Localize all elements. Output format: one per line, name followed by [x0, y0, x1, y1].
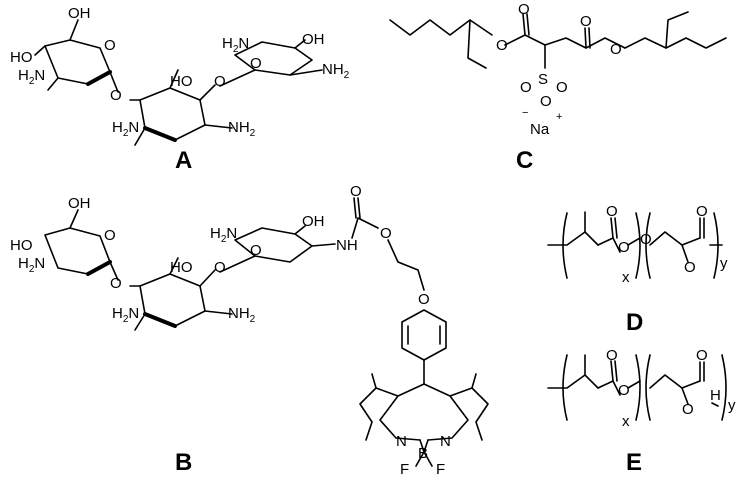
a-o-link-2: O: [214, 73, 226, 90]
c-o-carbonyl-2: O: [580, 13, 592, 30]
c-o-carbonyl-1: O: [518, 1, 530, 18]
a-h2n-1: H2N: [18, 67, 45, 87]
b-o-link-1: O: [110, 275, 122, 292]
e-o-carbonyl-1: O: [606, 347, 618, 364]
b-nh2-1: NH2: [228, 305, 256, 325]
panel-label-c: C: [516, 147, 533, 174]
e-hydrogen: H: [710, 387, 721, 404]
structure-b: OH HO O H2N O HO H2N NH2 O H2N O OH NH O…: [10, 183, 489, 478]
b-bodipy-boron: B: [418, 445, 428, 462]
c-o-ester-1: O: [496, 37, 508, 54]
c-plus-charge: +: [556, 111, 562, 123]
b-oh-right: OH: [302, 213, 325, 230]
b-o-link-2: O: [214, 259, 226, 276]
structure-e: O O O O H x y E: [547, 347, 736, 476]
b-bodipy-n-right: N: [440, 433, 451, 450]
a-h2n-3: H2N: [222, 35, 249, 55]
b-bodipy-n-left: N: [396, 433, 407, 450]
e-o-carbonyl-2: O: [696, 347, 708, 364]
panel-label-a: A: [175, 147, 192, 174]
c-minus-charge: −: [522, 107, 528, 119]
d-o-carbonyl-1: O: [606, 203, 618, 220]
b-h2n-3: H2N: [210, 225, 237, 245]
b-ring-o-1: O: [104, 227, 116, 244]
a-ring-o-2: O: [250, 55, 262, 72]
b-oh-top: OH: [68, 195, 91, 212]
b-carbamate-o-ester: O: [380, 225, 392, 242]
d-o-ester-2: O: [684, 259, 696, 276]
d-subscript-y: y: [720, 255, 728, 272]
a-oh-top: OH: [68, 5, 91, 22]
panel-label-b: B: [175, 449, 192, 476]
a-ring-o-1: O: [104, 37, 116, 54]
b-bodipy-f-left: F: [400, 461, 409, 478]
c-sulfonate-o-2: O: [556, 79, 568, 96]
c-sodium: Na: [530, 121, 550, 138]
e-subscript-y: y: [728, 397, 736, 414]
structure-c: O O O O S O O O − + Na C: [389, 1, 727, 174]
b-ho-left: HO: [10, 237, 33, 254]
b-h2n-1: H2N: [18, 255, 45, 275]
e-o-hydroxyl: O: [682, 401, 694, 418]
d-o-link: O: [640, 231, 652, 248]
a-nh2-2: NH2: [322, 61, 350, 81]
a-oh-right: OH: [302, 31, 325, 48]
a-ho-center: HO: [170, 73, 193, 90]
c-sulfonate-o-3: O: [540, 93, 552, 110]
c-o-ester-2: O: [610, 41, 622, 58]
panel-label-e: E: [626, 449, 642, 476]
d-o-ester-1: O: [618, 239, 630, 256]
e-o-ester-1: O: [618, 382, 630, 399]
b-h2n-2: H2N: [112, 305, 139, 325]
e-subscript-x: x: [622, 413, 630, 430]
b-nh-carbamate: NH: [336, 237, 358, 254]
d-subscript-x: x: [622, 269, 630, 286]
a-o-link-1: O: [110, 87, 122, 104]
b-ho-center: HO: [170, 259, 193, 276]
c-sulfur: S: [538, 71, 548, 88]
b-carbamate-o-carbonyl: O: [350, 183, 362, 200]
structure-d: O O O O O x y D: [547, 203, 728, 336]
b-bodipy-f-right: F: [436, 461, 445, 478]
a-nh2-1: NH2: [228, 119, 256, 139]
b-ring-o-2: O: [250, 242, 262, 259]
d-o-carbonyl-2: O: [696, 203, 708, 220]
structure-a: OH HO O H2N O HO H2N NH2 O H2N O OH NH2 …: [10, 5, 350, 174]
panel-label-d: D: [626, 309, 643, 336]
c-sulfonate-o-1: O: [520, 79, 532, 96]
a-h2n-2: H2N: [112, 119, 139, 139]
b-ether-o: O: [418, 291, 430, 308]
a-ho-left: HO: [10, 49, 33, 66]
